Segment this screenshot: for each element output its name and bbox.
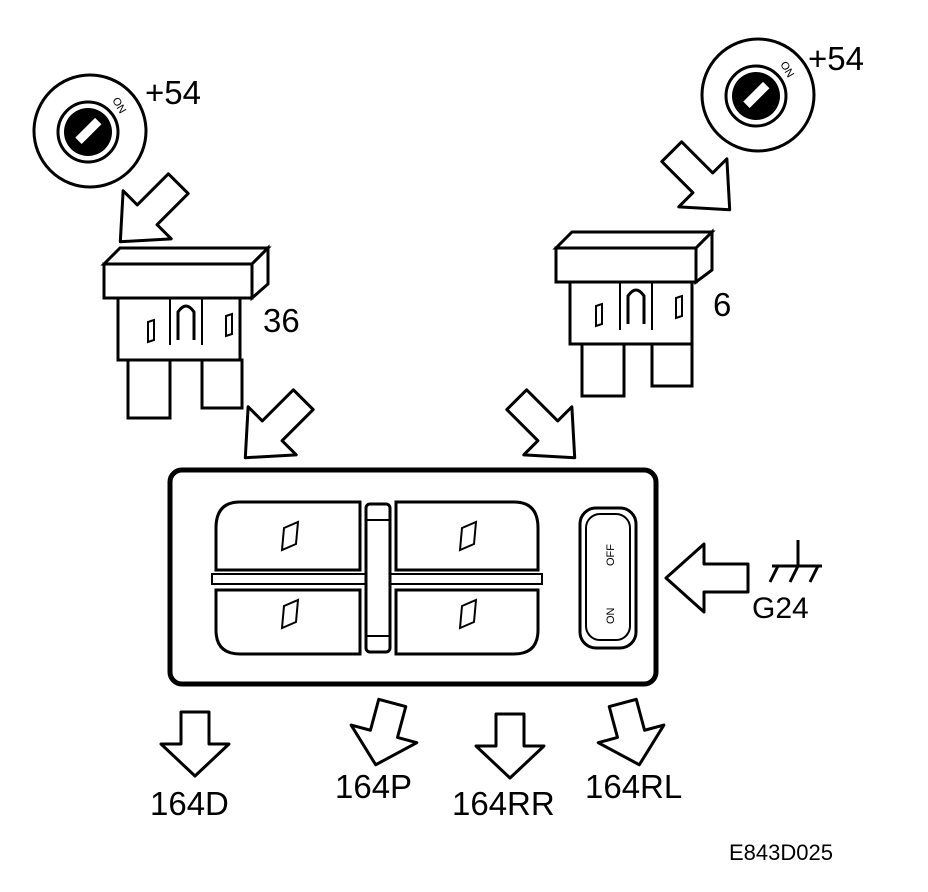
output-label-164rr: 164RR [452, 785, 555, 822]
output-label-164d: 164D [150, 785, 229, 822]
window-button-front-left[interactable] [214, 500, 362, 572]
fuse-right [552, 228, 716, 398]
ignition-switch-right: ON [700, 37, 816, 153]
arrow-icon [664, 542, 750, 614]
window-button-rear-left[interactable] [214, 588, 362, 656]
fuse-right-number: 6 [713, 286, 731, 323]
window-switch-icon [280, 598, 300, 630]
window-switch-icon [280, 520, 300, 552]
ignition-switch-left: ON [32, 73, 148, 189]
output-label-164p: 164P [335, 768, 412, 805]
window-switch-icon [458, 520, 478, 552]
figure-code: E843D025 [729, 840, 833, 865]
fuse-left-number: 36 [263, 302, 300, 339]
arrow-icon [505, 388, 577, 460]
arrow-icon [118, 172, 190, 244]
lock-switch-off-label: OFF [605, 544, 617, 566]
window-button-rear-right[interactable] [394, 588, 540, 656]
arrow-icon [474, 712, 546, 780]
ground-icon [768, 540, 822, 583]
arrow-icon [660, 140, 732, 212]
arrow-icon [596, 697, 666, 767]
arrow-icon [243, 388, 315, 460]
arrow-icon [159, 710, 231, 778]
window-switch-icon [458, 598, 478, 630]
output-label-164rl: 164RL [585, 768, 682, 805]
lock-switch-on-label: ON [605, 607, 617, 624]
ignition-left-label: +54 [145, 74, 201, 111]
window-button-front-right[interactable] [394, 500, 540, 572]
lock-switch[interactable]: OFF ON [578, 506, 638, 650]
fuse-left [100, 244, 272, 420]
ground-label: G24 [752, 592, 809, 625]
ignition-right-label: +54 [808, 40, 864, 77]
arrow-icon [349, 697, 419, 767]
